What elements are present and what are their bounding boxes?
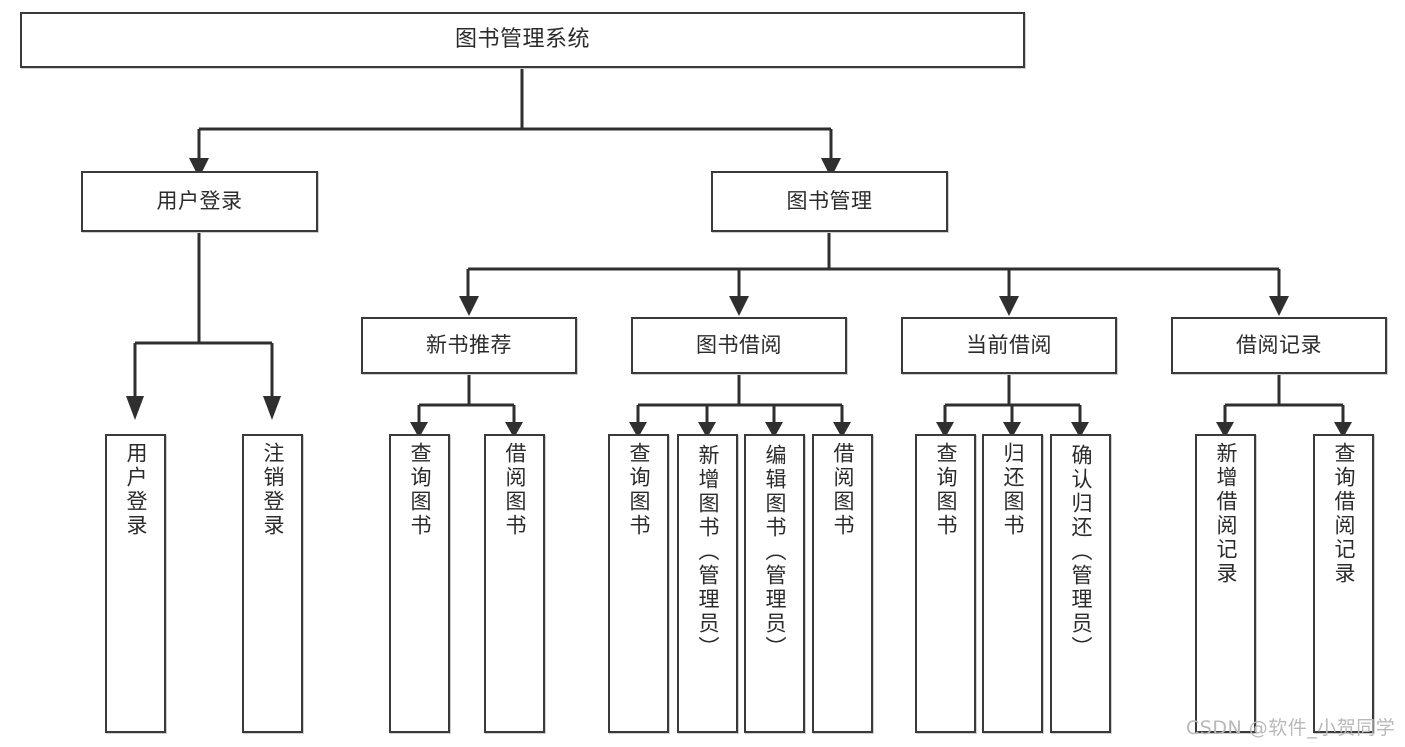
node-leaf-logout[interactable]: 注销登录 [242, 434, 303, 733]
node-book-borrow[interactable]: 图书借阅 [631, 317, 847, 374]
node-borrow-record[interactable]: 借阅记录 [1171, 317, 1387, 374]
node-label: 借阅图书 [831, 442, 855, 538]
node-current-borrow[interactable]: 当前借阅 [901, 317, 1117, 374]
node-label: 查询图书 [627, 442, 651, 538]
node-label: 借阅图书 [503, 442, 527, 538]
node-leaf-user-login[interactable]: 用户登录 [105, 434, 166, 733]
node-new-book-recommend[interactable]: 新书推荐 [361, 317, 577, 374]
node-leaf-borrow-book-recommend[interactable]: 借阅图书 [484, 434, 545, 733]
node-leaf-query-book-recommend[interactable]: 查询图书 [389, 434, 450, 733]
node-leaf-add-book-admin[interactable]: 新增图书（管理员） [677, 434, 738, 733]
node-label: 图书借阅 [696, 333, 782, 358]
node-leaf-confirm-return-admin[interactable]: 确认归还（管理员） [1050, 434, 1111, 733]
node-leaf-add-borrow-record[interactable]: 新增借阅记录 [1195, 434, 1256, 733]
node-leaf-edit-book-admin[interactable]: 编辑图书（管理员） [744, 434, 805, 733]
node-leaf-borrow-book[interactable]: 借阅图书 [812, 434, 873, 733]
csdn-watermark: CSDN @软件_小贺同学 [1186, 717, 1396, 739]
node-leaf-query-book-current[interactable]: 查询图书 [915, 434, 976, 733]
node-book-management[interactable]: 图书管理 [711, 171, 948, 232]
node-label: 编辑图书（管理员） [763, 444, 787, 660]
node-label: 图书管理 [786, 189, 873, 214]
node-root-library-management-system[interactable]: 图书管理系统 [20, 12, 1025, 68]
node-label: 借阅记录 [1236, 333, 1322, 358]
node-user-login[interactable]: 用户登录 [81, 171, 318, 232]
node-label: 确认归还（管理员） [1069, 444, 1093, 660]
node-label: 新书推荐 [426, 333, 512, 358]
node-leaf-query-book-borrow[interactable]: 查询图书 [608, 434, 669, 733]
node-leaf-query-borrow-record[interactable]: 查询借阅记录 [1313, 434, 1374, 733]
node-label: 查询借阅记录 [1332, 442, 1356, 586]
node-label: 查询图书 [408, 442, 432, 538]
node-label: 图书管理系统 [454, 27, 590, 53]
node-label: 新增图书（管理员） [696, 444, 720, 660]
node-label: 新增借阅记录 [1214, 442, 1238, 586]
node-label: 注销登录 [261, 442, 285, 538]
node-label: 当前借阅 [966, 333, 1052, 358]
node-label: 查询图书 [934, 442, 958, 538]
node-leaf-return-book[interactable]: 归还图书 [982, 434, 1043, 733]
node-label: 用户登录 [156, 189, 243, 214]
node-label: 用户登录 [124, 442, 148, 538]
node-label: 归还图书 [1001, 442, 1025, 538]
